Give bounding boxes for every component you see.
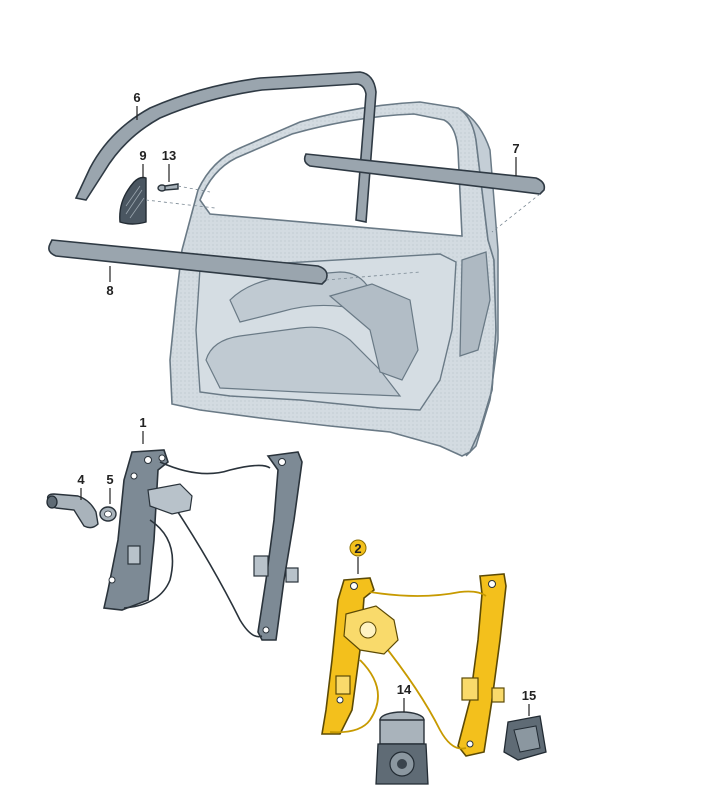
part-5-washer: [99, 506, 117, 522]
part-14-motor-module: [375, 711, 429, 785]
svg-text:5: 5: [106, 472, 113, 487]
part-6-frame-seal: [74, 71, 377, 223]
svg-text:1: 1: [139, 415, 146, 430]
callout-2-highlighted: 2: [349, 539, 367, 574]
callout-4: 4: [77, 472, 85, 500]
callout-5: 5: [106, 472, 114, 504]
callout-1: 1: [139, 415, 147, 444]
callout-8: 8: [106, 266, 114, 298]
callout-9: 9: [139, 148, 147, 178]
svg-text:9: 9: [139, 148, 146, 163]
svg-text:14: 14: [397, 682, 412, 697]
part-4-crank-handle: [46, 493, 99, 529]
part-8-outer-strip: [48, 239, 328, 285]
door-recess-lower: [205, 326, 402, 397]
part-13-screw: [157, 183, 179, 192]
svg-text:8: 8: [106, 283, 113, 298]
part-2-right-rail: [457, 573, 507, 757]
part-2-window-regulator-highlighted: [321, 573, 507, 757]
svg-text:4: 4: [77, 472, 85, 487]
assembly-guide-lines: [145, 185, 541, 281]
part-9-texture: [125, 185, 145, 219]
callout-15: 15: [522, 688, 536, 716]
part-2-left-rail: [321, 577, 375, 735]
door-recess-upper: [229, 271, 371, 323]
door-inner-support: [328, 283, 419, 381]
callout-13: 13: [162, 148, 176, 182]
part-1-window-regulator: [103, 449, 303, 641]
svg-text:6: 6: [133, 90, 140, 105]
door-shell: [169, 101, 499, 457]
callout-14: 14: [397, 682, 412, 712]
part-7-upper-moulding: [303, 153, 546, 195]
part-1-right-rail: [257, 451, 303, 641]
part-1-drum: [147, 483, 193, 515]
svg-text:2: 2: [354, 541, 361, 556]
callout-6: 6: [133, 90, 141, 120]
svg-text:15: 15: [522, 688, 536, 703]
svg-text:13: 13: [162, 148, 176, 163]
svg-text:7: 7: [512, 141, 519, 156]
door-hinge-block: [459, 251, 491, 357]
door-side-edge: [457, 107, 499, 457]
part-9-corner-trim: [119, 176, 147, 225]
part-15-bracket-block: [503, 715, 547, 761]
callout-7: 7: [512, 141, 520, 176]
